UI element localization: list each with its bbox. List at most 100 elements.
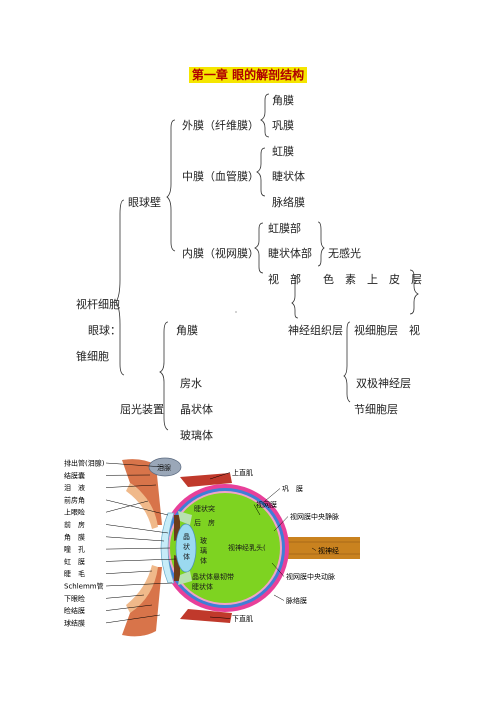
diagram-left-leader-9 — [105, 570, 153, 574]
diagram-left-label-2: 泪 液 — [64, 483, 85, 492]
eyeball-wall-label: 眼球壁 — [128, 196, 161, 209]
lens-shape — [175, 523, 197, 573]
rod-cells-label: 视杆细胞 — [76, 298, 120, 311]
diagram-left-label-11: 下眼睑 — [64, 594, 85, 603]
inner-lens-1: 晶 — [183, 533, 190, 541]
inner-ciliary-label: 睫状体 — [192, 582, 213, 591]
posterior-chamber-label: 后 房 — [194, 518, 215, 527]
outline-braces — [115, 93, 419, 431]
choroid-label: 脉络膜 — [272, 196, 305, 209]
aqueous-label: 房水 — [180, 377, 202, 390]
dot-mark — [235, 311, 237, 313]
eyeball-brace — [115, 199, 125, 376]
diagram-left-leader-2 — [105, 484, 157, 488]
ciliary-process-shape — [178, 511, 192, 525]
diagram-right-label-5: 视网膜中央动脉 — [286, 572, 335, 581]
iris-label: 虹膜 — [272, 145, 294, 158]
diagram-left-label-4: 上眼睑 — [64, 508, 85, 517]
nerve-layer-label: 神经组织层 — [288, 324, 343, 337]
inner-lens-2: 状 — [183, 542, 190, 551]
diagram-right-label-6: 脉络膜 — [286, 596, 307, 605]
pigment-brace — [409, 269, 419, 315]
cone-cells-label: 锥细胞 — [76, 350, 109, 363]
diagram-right-label-3: 视网膜中央静脉 — [290, 512, 339, 521]
inner-vitreous-1: 玻 — [200, 536, 207, 545]
iris-part-label: 虹膜部 — [268, 222, 301, 235]
wall-brace — [166, 119, 176, 252]
sclera-label: 巩膜 — [272, 119, 294, 132]
eye-anatomy-diagram: 泪腺 睫状突 后 房 晶 状 体 玻 璃 体 视神经乳头( 晶状体悬韧带 睫状体… — [64, 457, 360, 637]
outer-layer-label: 外膜（纤维膜） — [182, 119, 259, 132]
nerve-brace — [343, 321, 351, 403]
optic-disc-label: 视神经乳头( — [228, 543, 266, 552]
inner-layer-label: 内膜（视网膜） — [182, 247, 259, 260]
lacrimal-gland-label: 泪腺 — [157, 463, 171, 472]
cornea-label: 角膜 — [272, 94, 294, 107]
ciliary-process-label: 睫状突 — [194, 504, 215, 513]
diagram-left-label-13: 球结膜 — [64, 618, 85, 627]
diagram-right-leader-0 — [209, 472, 231, 480]
diagram-left-leader-7 — [105, 547, 171, 550]
outer-brace — [260, 93, 270, 138]
inner-lens-3: 体 — [183, 552, 190, 561]
diagram-right-leader-2 — [253, 504, 261, 516]
diagram-right-label-4: 视神经 — [318, 546, 339, 555]
diagram-right-label-2: 视网膜 — [256, 500, 277, 509]
cornea2-label: 角膜 — [176, 324, 198, 337]
diagram-left-label-1: 结膜囊 — [64, 471, 85, 480]
diagram-right-leader-1 — [264, 488, 281, 502]
lacrimal-gland — [148, 457, 182, 477]
diagram-left-label-8: 虹 膜 — [64, 557, 85, 566]
middle-brace — [256, 147, 266, 197]
diagram-left-label-12: 睑结膜 — [64, 606, 85, 615]
middle-layer-label: 中膜（血管膜） — [182, 170, 259, 183]
diagram-right-leader-6 — [273, 594, 285, 601]
lens-label: 晶状体 — [180, 403, 213, 416]
ciliary-body-shape — [178, 571, 192, 585]
photoreceptor-label: 视细胞层 视 — [354, 324, 420, 337]
diagram-left-label-0: 排出管(泪腺) — [64, 459, 105, 468]
refractive-label: 屈光装置 — [120, 403, 164, 416]
refractive-brace — [159, 321, 169, 431]
eyeball-label: 眼球： — [88, 324, 121, 337]
inner-vitreous-2: 璃 — [200, 546, 207, 555]
diagram-right-leader-4 — [311, 547, 317, 551]
vitreous-body — [170, 493, 280, 603]
visual-part-brace — [291, 275, 299, 319]
diagram-left-leader-3 — [105, 499, 169, 516]
no-sense-label: 无感光 — [328, 247, 361, 260]
diagram-left-leader-8 — [105, 558, 177, 562]
vitreous-label: 玻璃体 — [180, 429, 213, 442]
visual-part-label: 视 部 色 素 上 皮 层 — [268, 273, 422, 286]
diagram-left-leader-6 — [105, 536, 165, 542]
diagram-left-label-5: 前 房 — [64, 520, 85, 529]
diagram-right-leader-3 — [273, 516, 289, 532]
inner-vitreous-3: 体 — [200, 556, 207, 565]
diagram-right-label-7: 下直肌 — [232, 614, 253, 623]
ganglion-label: 节细胞层 — [354, 403, 398, 416]
diagram-left-leader-12 — [105, 604, 153, 611]
bipolar-label: 双极神经层 — [356, 377, 411, 390]
inner-brace — [254, 222, 264, 274]
upper-eyelid-inner — [126, 483, 158, 529]
lower-eyelid-inner — [126, 565, 158, 613]
diagram-left-label-9: 睫 毛 — [64, 569, 85, 578]
diagram-left-leader-5 — [105, 524, 169, 534]
no-sense-brace — [317, 221, 325, 267]
page-title: 第一章 眼的解剖结构 — [0, 66, 496, 83]
diagram-right-label-1: 巩 膜 — [282, 484, 303, 493]
diagram-left-leader-10 — [105, 582, 173, 587]
diagram-right-label-0: 上直肌 — [232, 468, 253, 477]
diagram-left-label-6: 角 膜 — [64, 532, 85, 541]
diagram-left-leader-13 — [105, 614, 161, 624]
zonule-label: 晶状体悬韧带 — [192, 572, 234, 581]
diagram-right-leader-5 — [271, 562, 285, 577]
superior-rectus — [180, 473, 232, 487]
diagram-left-label-10: Schlemm管 — [64, 582, 104, 591]
diagram-left-leader-0 — [105, 462, 165, 468]
inferior-rectus — [180, 609, 232, 623]
ciliary-body-label: 睫状体 — [272, 170, 305, 183]
diagram-left-label-3: 前房角 — [64, 495, 85, 504]
optic-nerve — [278, 537, 360, 559]
diagram-right-leader-7 — [209, 616, 231, 619]
